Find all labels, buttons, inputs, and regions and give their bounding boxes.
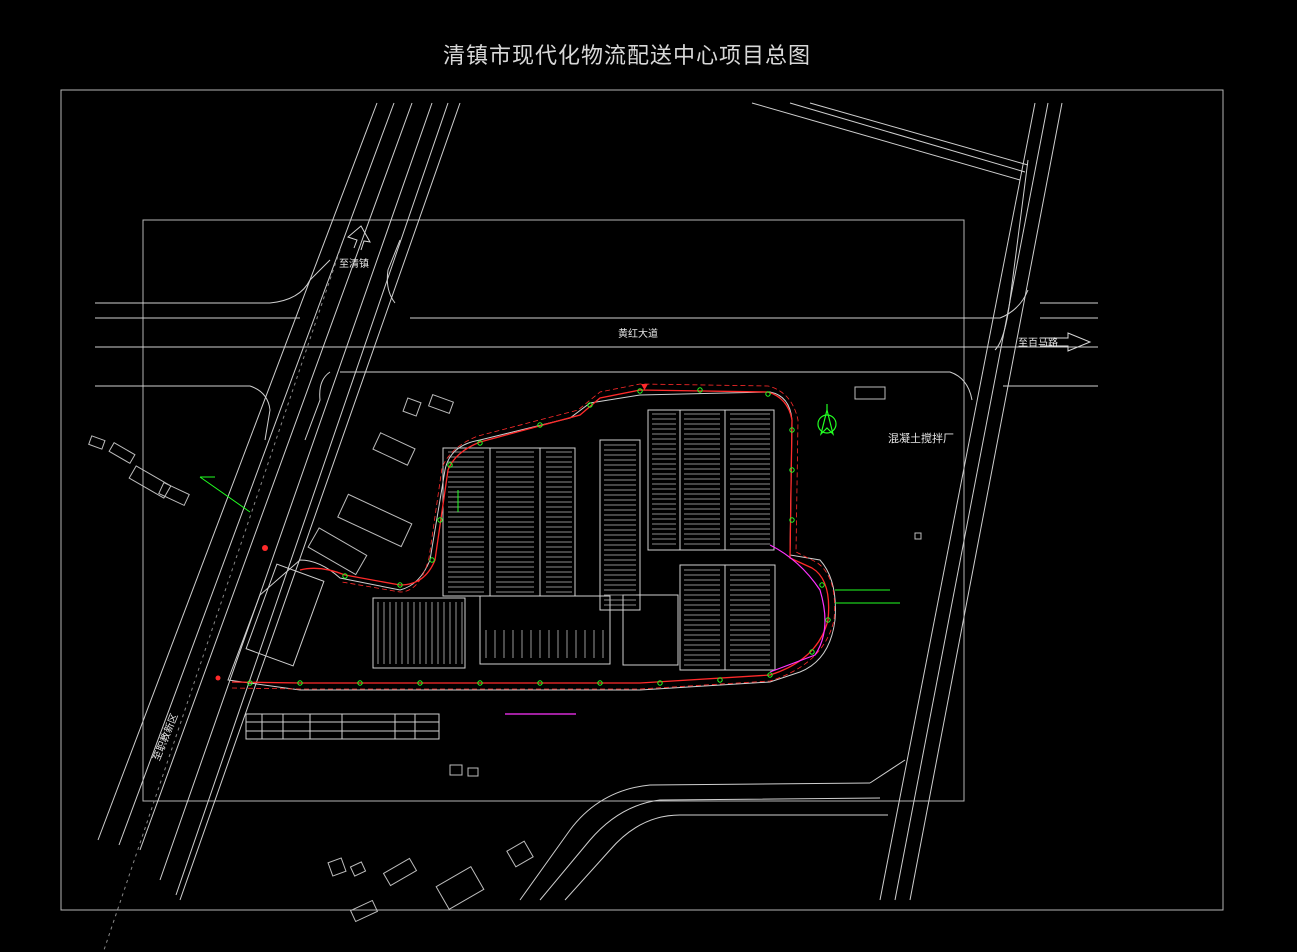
utility-node — [342, 573, 348, 579]
utility-node — [637, 388, 643, 394]
utility-node — [765, 391, 771, 397]
utility-node — [247, 680, 253, 686]
utility-node — [789, 517, 795, 523]
utility-node — [429, 557, 435, 563]
direction-arrow-icon — [346, 225, 371, 251]
label-to-baima: 至百马路 — [1018, 338, 1058, 349]
diagonal-road-east — [879, 102, 1063, 901]
drainage-line — [769, 544, 826, 673]
direction-arrow-icon — [1040, 332, 1092, 352]
horizontal-road — [95, 239, 1098, 441]
utility-node — [767, 672, 773, 678]
utility-node — [657, 680, 663, 686]
utility-node — [819, 582, 825, 588]
outer-frame — [60, 89, 1224, 911]
utility-node — [825, 617, 831, 623]
label-concrete-plant: 混凝土搅拌厂 — [888, 432, 954, 445]
utility-node — [597, 680, 603, 686]
utility-node — [447, 462, 453, 468]
legend-table — [245, 713, 440, 740]
label-to-qingzhen: 至清镇 — [339, 259, 369, 270]
utility-node — [789, 427, 795, 433]
utility-node — [697, 387, 703, 393]
north-arrow-icon — [817, 404, 837, 436]
utility-node — [297, 680, 303, 686]
red-markers — [215, 384, 648, 681]
parking-stalls — [377, 413, 770, 666]
utility-node — [537, 680, 543, 686]
utility-node — [717, 677, 723, 683]
utility-node — [587, 402, 593, 408]
utility-node — [477, 680, 483, 686]
utility-node — [357, 680, 363, 686]
green-callouts — [199, 476, 900, 604]
drawing-title: 清镇市现代化物流配送中心项目总图 — [443, 44, 812, 69]
utility-node — [437, 517, 443, 523]
neighbouring-buildings — [88, 386, 922, 923]
utility-node — [397, 582, 403, 588]
utility-nodes — [247, 387, 831, 686]
utility-node — [789, 467, 795, 473]
inner-frame — [142, 219, 965, 802]
road-network — [95, 102, 1098, 951]
utility-node — [537, 422, 543, 428]
drawing-frames — [60, 89, 1224, 911]
utility-node — [417, 680, 423, 686]
internal-ring-road-inner — [231, 383, 835, 690]
northeast-road — [751, 102, 1029, 181]
southeast-road — [519, 759, 906, 901]
road-label-north: 黄红大道 — [618, 329, 658, 340]
utility-node — [477, 440, 483, 446]
utility-node — [809, 649, 815, 655]
diagonal-road-west — [97, 102, 461, 951]
